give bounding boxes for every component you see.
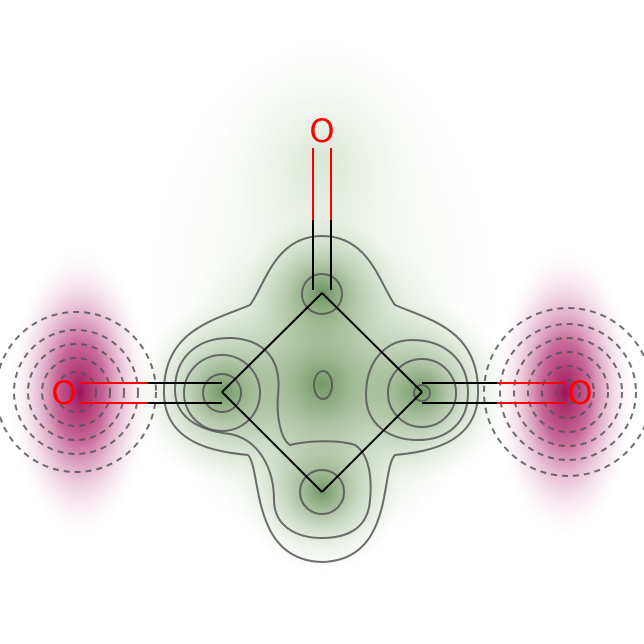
left-neg-contour-3 [27,343,125,441]
left-carbon-core [202,373,242,413]
left-neg-contour-4 [41,357,111,427]
left-oxygen-glow [10,250,150,535]
right-neg-contour-5 [541,365,595,419]
ring-bond-left-top [221,292,323,393]
contour-lines [162,234,480,564]
right-carbon-contour [387,358,457,428]
ring-bond-bottom-left [221,391,323,493]
oxygen-label-right: O [567,374,592,412]
outer-positive-contour [162,234,480,564]
right-carbon-core [413,384,431,402]
left-carbon-contour [183,354,261,432]
top-carbon-contour [301,273,343,315]
right-neg-contour-2 [499,323,637,461]
inner-positive-contour [173,336,372,540]
negative-contours [0,307,644,477]
right-inner-contour [364,338,470,442]
bottom-carbon-contour [299,469,345,515]
right-oxygen-glow [495,250,635,535]
oxygen-label-top: O [309,112,334,150]
left-neg-contour-2 [13,329,139,455]
right-neg-contour-3 [513,337,623,447]
top-haze [212,40,432,280]
ring-bond-right-bottom [321,391,423,493]
left-neg-contour-5 [55,371,97,413]
atom-labels: O O O [51,112,592,412]
center-contour [313,370,333,400]
bonds [80,148,566,493]
right-neg-contour-4 [527,351,609,433]
oxygen-label-left: O [51,374,76,412]
ring-bond-top-right [321,292,423,393]
left-neg-contour-1 [0,311,157,473]
right-neg-contour-6 [555,379,581,405]
